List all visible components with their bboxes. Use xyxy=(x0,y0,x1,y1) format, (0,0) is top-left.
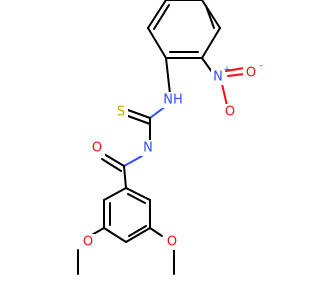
nitro-nitrogen-atom: N + xyxy=(211,65,231,85)
atom-label: N xyxy=(143,141,153,156)
bond xyxy=(125,187,151,201)
atom-label: N xyxy=(213,70,223,85)
bond xyxy=(227,73,245,77)
charge-label: - xyxy=(259,61,262,71)
nitro-oxygen-atom: O xyxy=(222,104,238,120)
bond xyxy=(149,227,163,237)
bond xyxy=(147,27,167,59)
atom-label: O xyxy=(167,235,177,250)
carbonyl-oxygen-atom: O xyxy=(89,140,105,156)
atom-label: O xyxy=(83,235,93,250)
methoxy-groups xyxy=(77,227,175,275)
structure-canvas: S NH N O N + O - O O xyxy=(77,0,263,275)
charge-label: + xyxy=(223,65,231,75)
bond xyxy=(201,27,221,59)
sulfur-atom: S xyxy=(114,104,128,120)
methoxy-oxygen-right-atom: O xyxy=(164,234,180,250)
bond xyxy=(123,155,143,167)
atom-labels: S NH N O N + O - O O xyxy=(80,61,263,250)
atom-label: NH xyxy=(163,93,183,108)
bond xyxy=(201,57,213,73)
bond xyxy=(101,158,122,172)
atom-label: S xyxy=(117,105,125,120)
bond xyxy=(127,115,151,125)
bond xyxy=(125,227,151,243)
dimethoxyphenyl-ring xyxy=(103,187,151,243)
bond xyxy=(128,225,147,237)
bond xyxy=(103,153,125,167)
bond xyxy=(153,4,170,30)
nitro-oxygen-anion-atom: O - xyxy=(243,61,263,81)
amide-group xyxy=(101,153,143,189)
thiourea-group xyxy=(127,105,167,143)
bond xyxy=(127,109,151,119)
nitrophenyl-ring xyxy=(147,0,221,59)
bond xyxy=(225,67,245,72)
bond xyxy=(165,57,171,95)
atom-label: O xyxy=(92,141,102,156)
nh-atom: NH xyxy=(160,92,186,108)
bond xyxy=(147,0,167,29)
bond xyxy=(127,193,146,204)
bond xyxy=(205,5,215,29)
amide-nitrogen-atom: N xyxy=(141,140,155,156)
atom-label: O xyxy=(225,105,235,120)
bond xyxy=(103,187,127,201)
bond xyxy=(123,165,127,189)
molecule-diagram: S NH N O N + O - O O xyxy=(77,0,263,275)
methoxy-oxygen-left-atom: O xyxy=(80,234,96,250)
bond xyxy=(103,227,127,243)
bond xyxy=(201,0,221,29)
atom-label: O xyxy=(246,66,256,81)
